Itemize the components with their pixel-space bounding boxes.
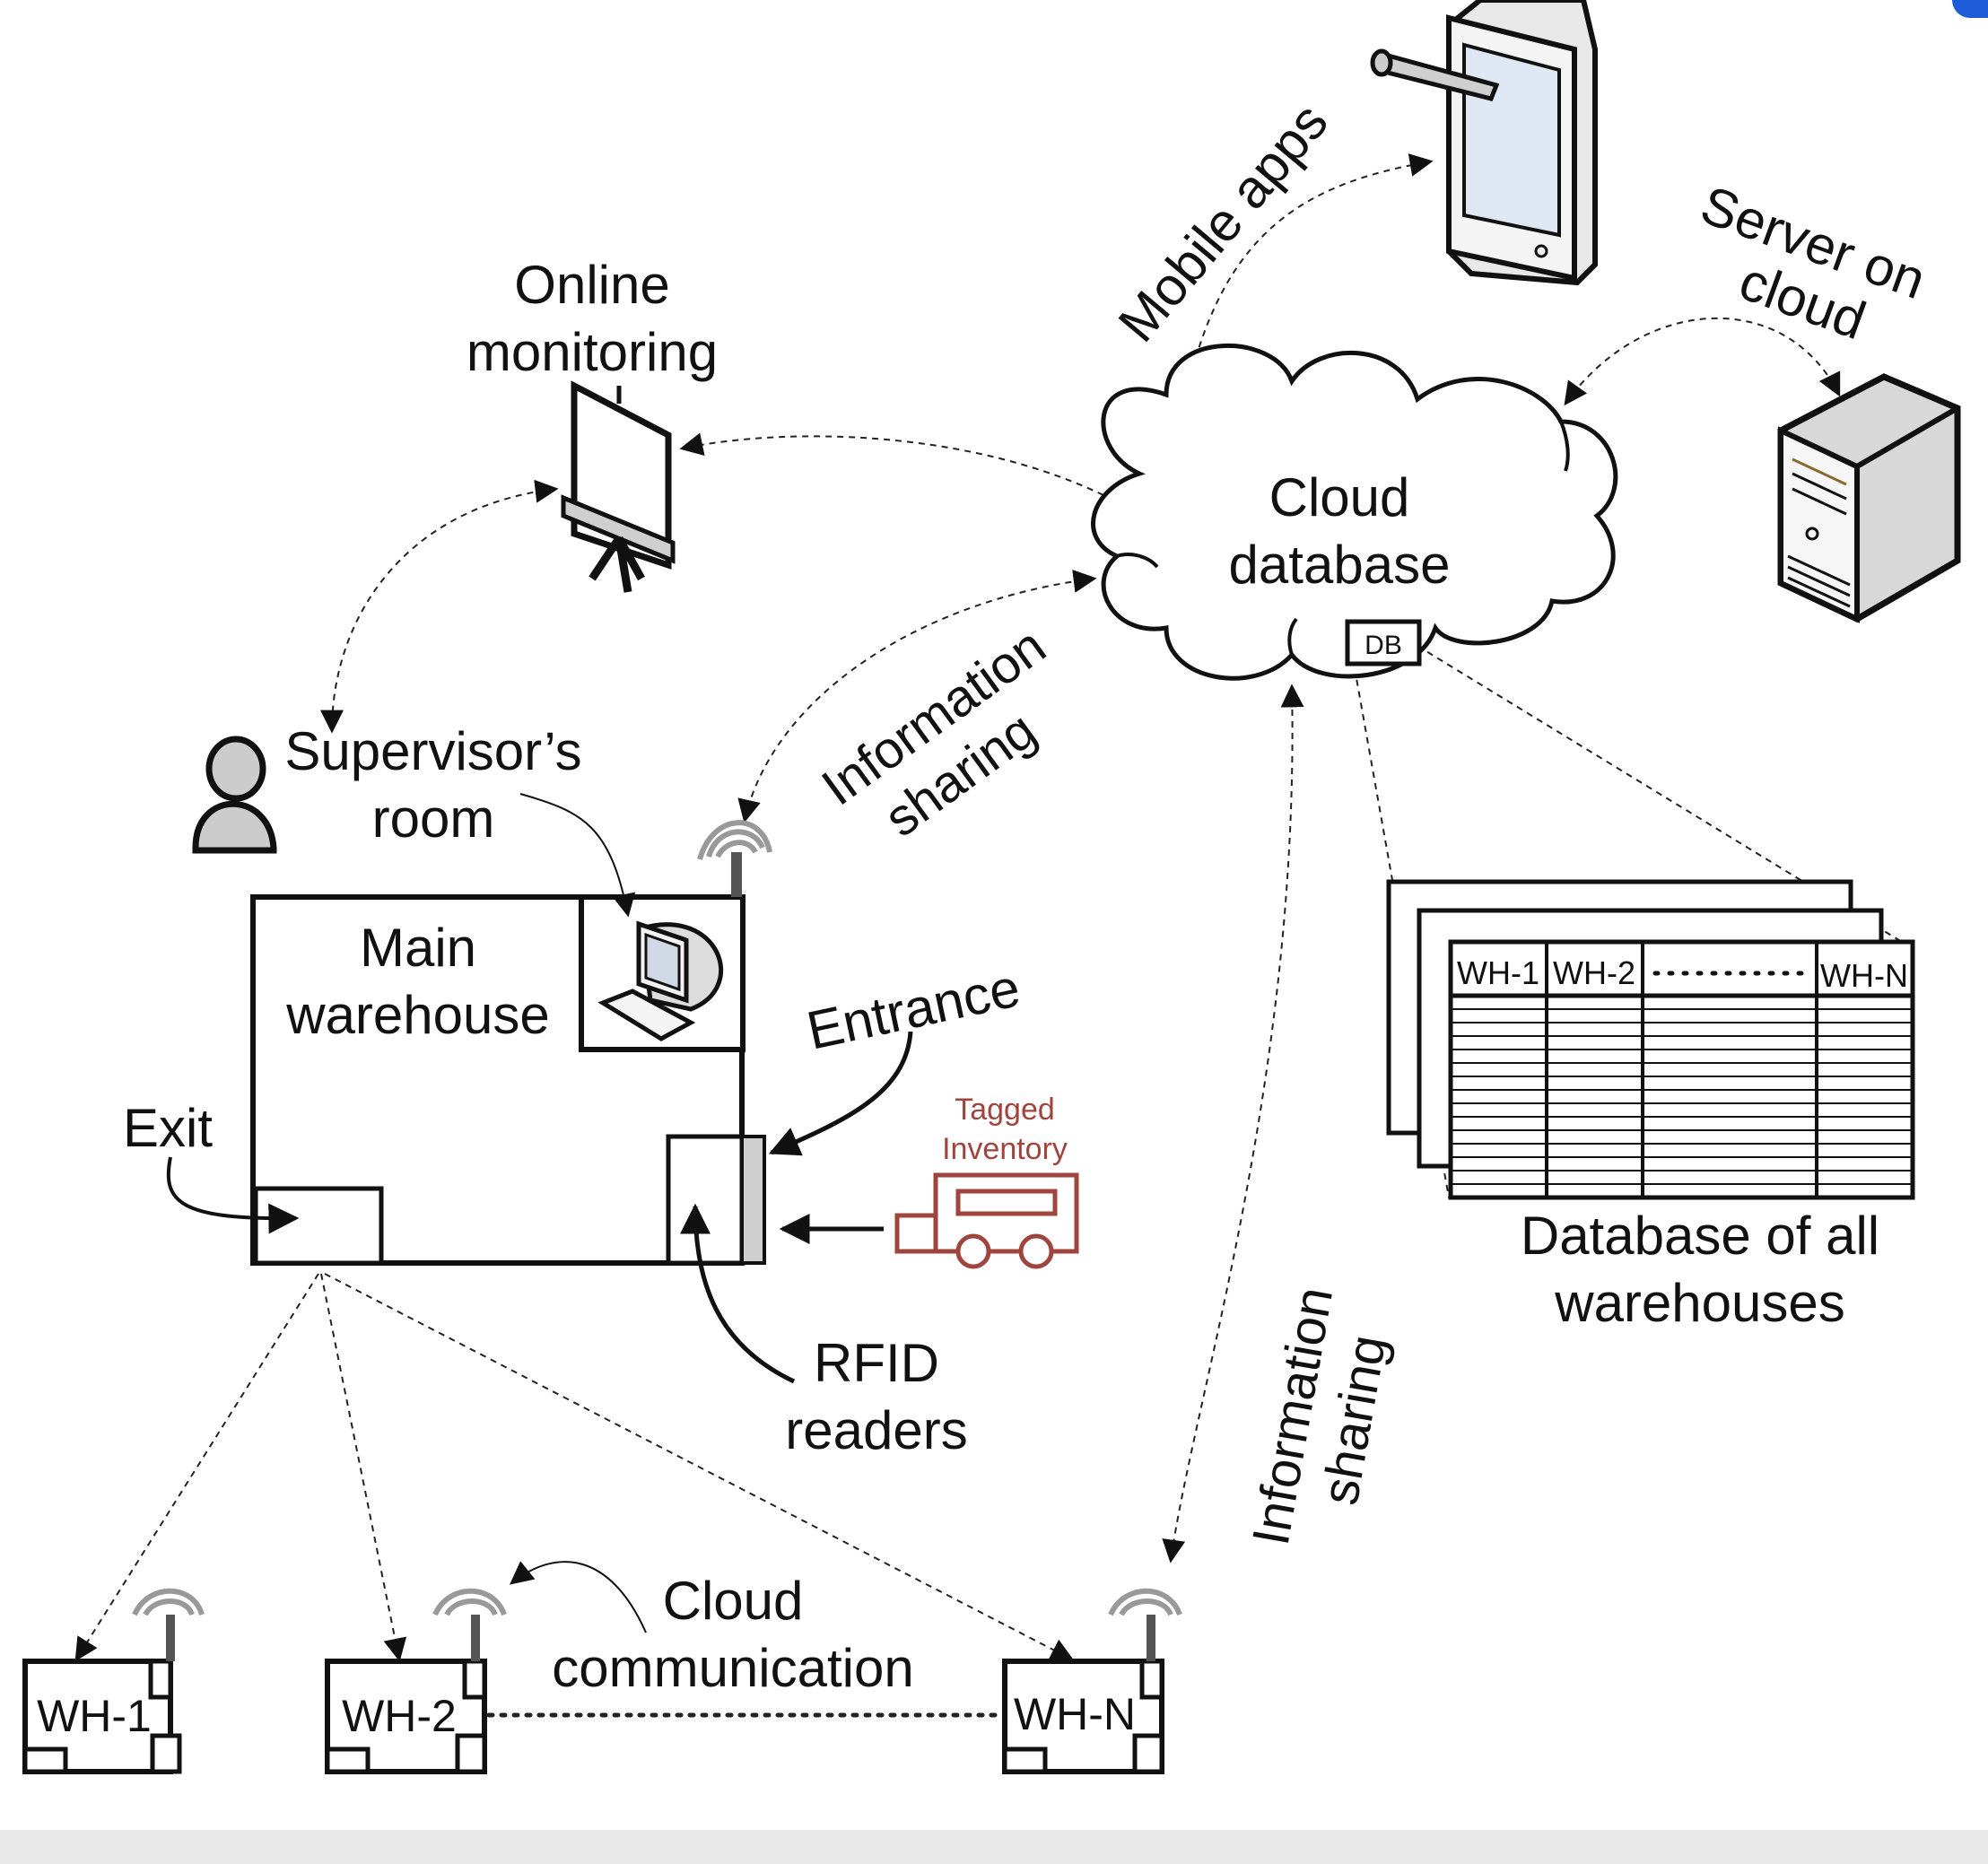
warehouse-wh2: WH-2 xyxy=(325,1588,507,1774)
connector-cloud-tablet xyxy=(1183,153,1434,405)
db-badge: DB xyxy=(1345,619,1422,666)
entrance-arrow xyxy=(768,1031,913,1156)
connector-cloud-monitor xyxy=(679,432,1104,496)
supervisors-room-label-1: Supervisor’s xyxy=(284,721,581,781)
cloud-database-shape xyxy=(1091,344,1618,681)
table-header-whn: WH-N xyxy=(1820,957,1908,994)
supervisors-room-label-2: room xyxy=(372,788,495,849)
cloud-database-label-2: database xyxy=(1229,535,1451,595)
database-all-label-2: warehouses xyxy=(1554,1273,1845,1333)
wh1-label: WH-1 xyxy=(37,1691,152,1741)
exit-door xyxy=(253,1186,384,1266)
cloud-communication-label-2: communication xyxy=(552,1638,914,1698)
connector-cloud-main-antenna xyxy=(737,570,1097,823)
online-monitoring-label-2: monitoring xyxy=(466,322,718,382)
cloud-communication-pointer xyxy=(509,1561,647,1633)
table-header-wh2: WH-2 xyxy=(1553,954,1635,991)
rfid-readers-arrow xyxy=(680,1203,796,1384)
warehouse-wh1: WH-1 xyxy=(22,1588,205,1774)
cloud-communication-label-1: Cloud xyxy=(663,1571,804,1631)
connector-cloud-whn xyxy=(1162,684,1304,1563)
connector-cloud-server xyxy=(1564,318,1841,406)
viewer-bottom-strip xyxy=(0,1830,1988,1864)
connector-main-wh2 xyxy=(320,1273,407,1662)
corner-badge xyxy=(1952,0,1988,18)
db-badge-text: DB xyxy=(1365,631,1402,660)
monitor-screen-icon xyxy=(561,380,676,593)
cloud-database-label-1: Cloud xyxy=(1269,467,1410,527)
entrance-label: Entrance xyxy=(802,957,1025,1060)
antenna-icon-main xyxy=(697,820,772,897)
connector-main-whn xyxy=(324,1273,1075,1661)
main-warehouse-label-2: warehouse xyxy=(285,985,550,1045)
supervisor-person-icon xyxy=(192,736,277,854)
truck-icon xyxy=(894,1172,1079,1269)
rfid-readers-label-2: readers xyxy=(785,1400,967,1460)
wh2-label: WH-2 xyxy=(342,1691,457,1741)
rfid-readers-label-1: RFID xyxy=(814,1333,939,1393)
database-all-label-1: Database of all xyxy=(1521,1206,1879,1266)
entrance-door xyxy=(666,1134,745,1266)
exit-label: Exit xyxy=(123,1098,213,1158)
connector-main-wh1 xyxy=(74,1273,319,1662)
exit-arrow xyxy=(166,1156,300,1234)
rfid-reader-panel xyxy=(740,1135,766,1265)
tagged-inventory-label-1: Tagged xyxy=(955,1093,1055,1127)
online-monitoring-label-1: Online xyxy=(514,255,669,315)
tagged-inventory-label-2: Inventory xyxy=(942,1132,1068,1166)
tablet-icon xyxy=(1370,0,1598,286)
computer-icon xyxy=(597,920,724,1041)
main-warehouse-label-1: Main xyxy=(360,918,476,978)
server-icon xyxy=(1777,373,1961,623)
table-rows xyxy=(1451,993,1913,1185)
table-header-wh1: WH-1 xyxy=(1457,954,1539,991)
database-table-stack: WH-1 WH-2 WH-N xyxy=(1386,879,1915,1200)
whn-label: WH-N xyxy=(1014,1689,1136,1739)
mobile-apps-label: Mobile apps xyxy=(1107,91,1339,353)
connector-monitor-supervisor xyxy=(320,479,559,734)
warehouse-whn: WH-N xyxy=(1002,1588,1182,1774)
supervisor-room-pointer xyxy=(519,793,636,918)
connector-db-table-right xyxy=(1417,645,1903,943)
